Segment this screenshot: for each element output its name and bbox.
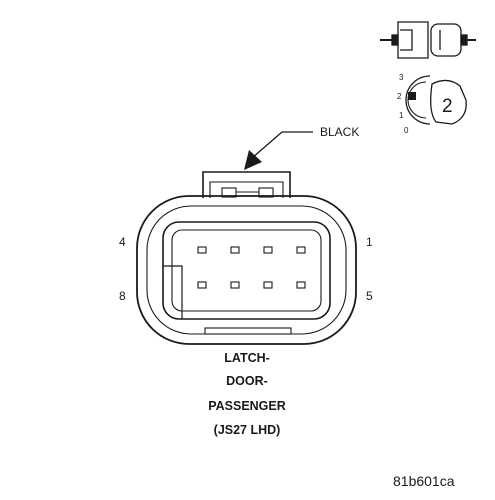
pin-cavity <box>296 281 306 289</box>
gauge-arc <box>405 75 431 125</box>
pin-label-bottom-left: 8 <box>119 289 126 303</box>
figure-code: 81b601ca <box>393 473 455 489</box>
pin-label-top-right: 1 <box>366 235 373 249</box>
view-number: 2 <box>442 96 453 117</box>
lock-tab-housing <box>202 171 291 198</box>
gauge-marker <box>408 92 416 100</box>
scale-mark-2: 2 <box>397 92 402 101</box>
title-line-3: PASSENGER <box>208 399 286 413</box>
pin-label-top-left: 4 <box>119 235 126 249</box>
cavity-face <box>162 221 331 320</box>
pin-cavity <box>197 281 207 289</box>
title-line-1: LATCH- <box>224 351 270 365</box>
scale-mark-1: 1 <box>399 111 404 120</box>
connector-title: LATCH- DOOR- PASSENGER (JS27 LHD) <box>208 351 286 437</box>
view-indicator: 3 2 1 0 2 <box>397 73 467 135</box>
scale-mark-0: 0 <box>404 126 409 135</box>
color-callout: BLACK <box>244 125 359 170</box>
pin-cavity <box>197 246 207 254</box>
pin-cavity <box>230 281 240 289</box>
title-line-2: DOOR- <box>226 374 268 388</box>
view-number-shape <box>430 79 467 125</box>
callout-arrowhead <box>244 150 262 170</box>
pin-cavity-grid <box>197 246 306 289</box>
connector-side-view-icon <box>380 21 476 59</box>
connector-body <box>136 171 357 345</box>
pin-cavity <box>263 281 273 289</box>
connector-color-label: BLACK <box>320 125 359 139</box>
scale-mark-3: 3 <box>399 73 404 82</box>
pin-cavity <box>230 246 240 254</box>
pin-cavity <box>263 246 273 254</box>
connector-outer-shell <box>136 195 357 345</box>
pin-cavity <box>296 246 306 254</box>
title-line-4: (JS27 LHD) <box>214 423 281 437</box>
pin-label-bottom-right: 5 <box>366 289 373 303</box>
